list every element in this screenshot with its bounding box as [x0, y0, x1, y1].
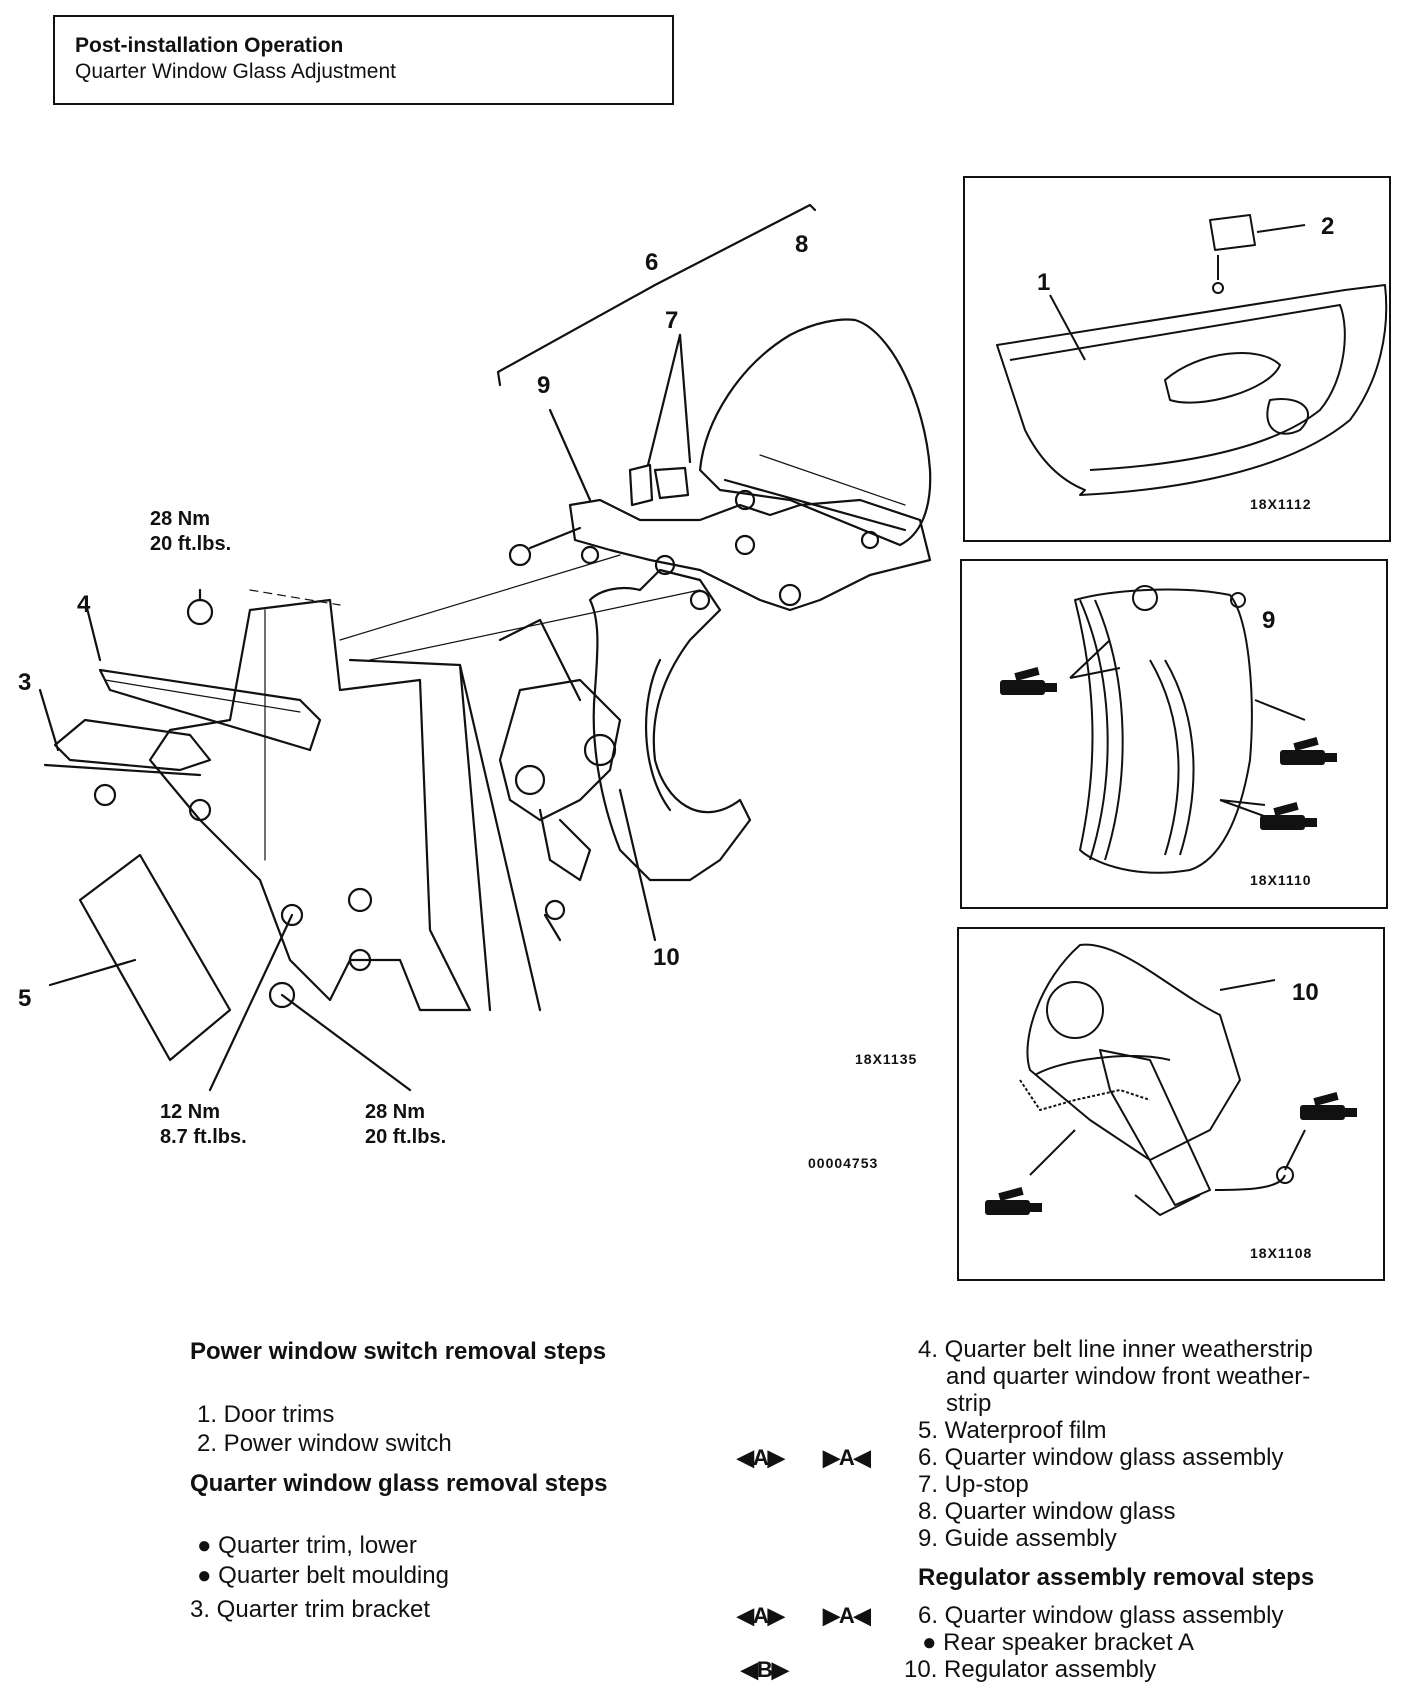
step-4-line1: 4. Quarter belt line inner weatherstrip — [918, 1336, 1313, 1363]
grease-gun-icon — [1260, 802, 1317, 830]
quarter-window-glass-shape — [698, 318, 932, 547]
inset1-callout-1: 1 — [1037, 269, 1050, 296]
glass-bullet-1: ● Quarter trim, lower — [197, 1532, 417, 1559]
step-5: 5. Waterproof film — [918, 1417, 1107, 1444]
marker-a-right: ▶A◀ — [823, 1445, 871, 1470]
switch-step-2: 2. Power window switch — [197, 1430, 452, 1457]
torque-bl-nm: 12 Nm — [160, 1101, 220, 1123]
torque-top-nm: 28 Nm — [150, 508, 210, 530]
note-title: Post-installation Operation — [75, 34, 344, 57]
inner-body-panel — [148, 598, 472, 1012]
grease-gun-icon — [1300, 1092, 1357, 1120]
inset3-code: 18X1108 — [1250, 1245, 1312, 1261]
torque-br-ftlbs: 20 ft.lbs. — [365, 1126, 446, 1148]
marker-b: ◀B▶ — [741, 1657, 789, 1682]
glass-holder-plate — [568, 498, 932, 612]
step-4-line2: and quarter window front weather- — [946, 1363, 1311, 1390]
regulator-arm-shape — [1099, 1049, 1211, 1206]
note-box: Post-installation Operation Quarter Wind… — [53, 15, 674, 105]
regulator-removal-header: Regulator assembly removal steps — [918, 1564, 1315, 1591]
marker-a-right-2: ▶A◀ — [823, 1603, 871, 1628]
guide-assembly-shape — [588, 568, 752, 882]
torque-br-nm: 28 Nm — [365, 1101, 425, 1123]
reg-bullet: ● Rear speaker bracket A — [922, 1629, 1194, 1656]
trim-bracket-shape — [53, 718, 212, 772]
inset1-code: 18X1112 — [1250, 496, 1312, 512]
note-subtitle: Quarter Window Glass Adjustment — [75, 60, 396, 83]
callout-8: 8 — [795, 231, 808, 258]
code-main: 18X1135 — [855, 1051, 917, 1067]
switch-step-1: 1. Door trims — [197, 1401, 335, 1428]
top-nut — [186, 598, 214, 626]
callout-9: 9 — [537, 372, 550, 399]
glass-removal-header: Quarter window glass removal steps — [190, 1470, 608, 1497]
reg-step-6: 6. Quarter window glass assembly — [918, 1602, 1284, 1629]
callout-10: 10 — [653, 944, 680, 971]
step-8: 8. Quarter window glass — [918, 1498, 1176, 1525]
guide-panel-shape — [1074, 588, 1253, 874]
step-7: 7. Up-stop — [918, 1471, 1029, 1498]
reg-step-10: 10. Regulator assembly — [904, 1656, 1157, 1683]
regulator-plate-shape — [1026, 943, 1241, 1161]
assembly-bracket-line — [496, 203, 817, 387]
torque-bl-ftlbs: 8.7 ft.lbs. — [160, 1126, 247, 1148]
step-6: 6. Quarter window glass assembly — [918, 1444, 1284, 1471]
inset1-callout-2: 2 — [1321, 213, 1334, 240]
inset2-code: 18X1110 — [1250, 872, 1312, 888]
waterproof-film-shape — [78, 853, 232, 1062]
grease-gun-icon — [1000, 667, 1057, 695]
callout-4: 4 — [77, 591, 91, 618]
callout-6: 6 — [645, 249, 658, 276]
inset-guide-assembly: 9 18X1110 — [960, 559, 1388, 909]
step-4-line3: strip — [946, 1390, 992, 1417]
weatherstrip-shape — [98, 668, 322, 752]
step-9: 9. Guide assembly — [918, 1525, 1117, 1552]
door-trim-shape — [996, 284, 1388, 496]
switch-removal-header: Power window switch removal steps — [190, 1338, 607, 1365]
inset-regulator: 10 18X1108 — [957, 927, 1385, 1281]
glass-bullet-2: ● Quarter belt moulding — [197, 1562, 449, 1589]
grease-gun-icon — [1280, 737, 1337, 765]
callout-3: 3 — [18, 669, 31, 696]
callout-5: 5 — [18, 985, 31, 1012]
grease-gun-icon — [985, 1187, 1042, 1215]
up-stop-shape — [628, 463, 654, 507]
inset2-callout-9: 9 — [1262, 607, 1275, 634]
power-window-switch-shape — [1209, 214, 1256, 251]
callout-7: 7 — [665, 307, 678, 334]
code-doc: 00004753 — [808, 1155, 878, 1171]
torque-top-ftlbs: 20 ft.lbs. — [150, 533, 231, 555]
inset-door-trim: 2 1 18X1112 — [963, 176, 1391, 542]
marker-a-left: ◀A▶ — [737, 1445, 785, 1470]
glass-step-3: 3. Quarter trim bracket — [190, 1596, 431, 1623]
inset3-callout-10: 10 — [1292, 979, 1319, 1006]
marker-a-left-2: ◀A▶ — [737, 1603, 785, 1628]
regulator-shape — [498, 678, 622, 822]
